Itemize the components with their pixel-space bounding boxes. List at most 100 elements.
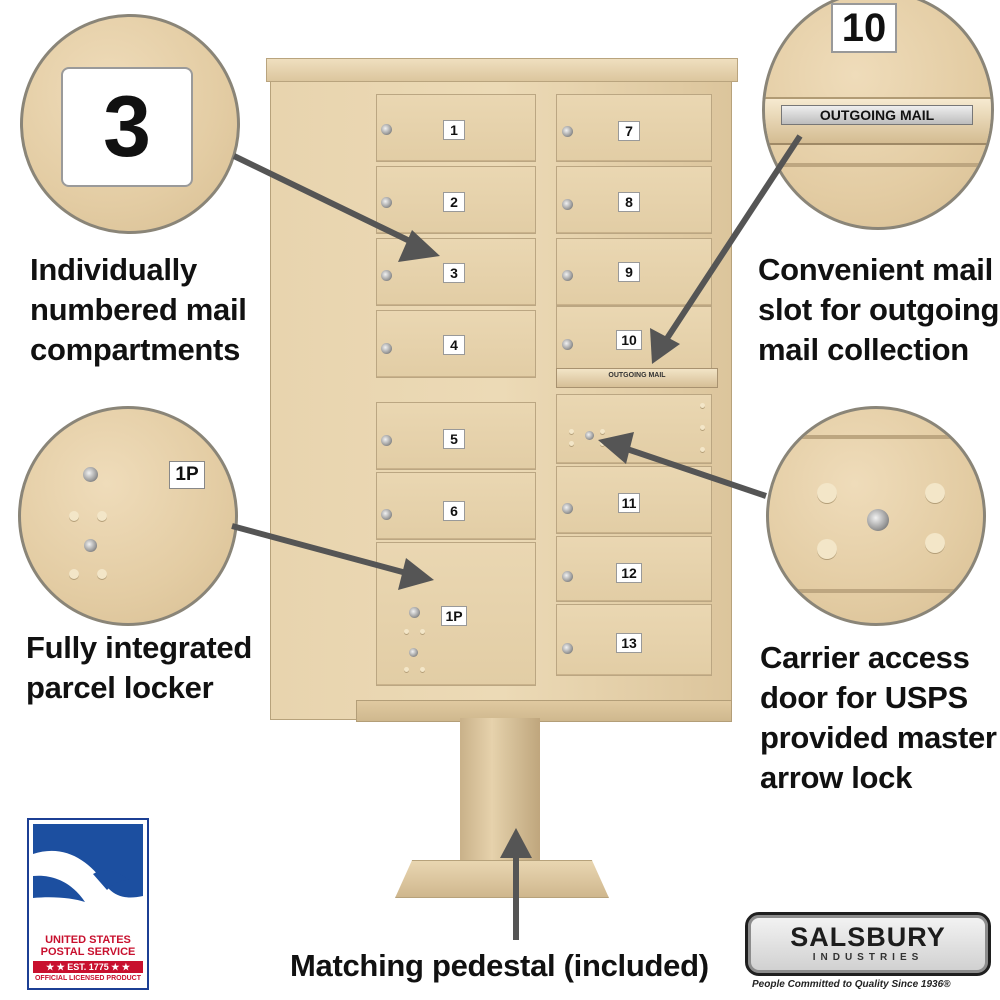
rivet [420,629,425,634]
usps-official: OFFICIAL LICENSED PRODUCT [34,975,142,982]
zoom-slot-flap: OUTGOING MAIL [765,97,991,145]
zoom-number-tag: 3 [20,14,240,234]
rivet [817,539,837,559]
usps-name-line: UNITED STATES [45,934,131,946]
zoom-carrier-lock [766,406,986,626]
compartment-number: 8 [618,192,640,212]
usps-name: UNITED STATES POSTAL SERVICE [29,934,147,958]
lock-icon [562,270,573,281]
compartment-number: 12 [616,563,642,583]
rivet [925,483,945,503]
lock-icon [562,571,573,582]
lock-icon [562,199,573,210]
compartment-number: 2 [443,192,465,212]
divider [765,163,991,167]
lock-icon [562,126,573,137]
arrow-lock-icon [867,509,889,531]
rivet [97,511,107,521]
rivet [600,429,605,434]
pedestal-post [460,718,540,873]
compartment-10: 10 [556,306,712,370]
lock-icon [381,124,392,135]
compartment-6: 6 [376,472,536,540]
salsbury-tagline: People Committed to Quality Since 1936® [752,979,951,990]
rivet [404,629,409,634]
callout-line: door for USPS [760,680,968,715]
compartment-1: 1 [376,94,536,162]
lock-icon [381,270,392,281]
lock-icon [84,539,97,552]
callout-line: mail collection [758,332,969,367]
lock-icon [562,339,573,350]
callout-line: Convenient mail [758,252,993,287]
outgoing-mail-slot: OUTGOING MAIL [556,368,718,388]
outgoing-mail-label: OUTGOING MAIL [608,372,666,379]
rivet [700,447,705,452]
lock-icon [562,503,573,514]
salsbury-industries: INDUSTRIES [812,952,924,963]
callout-pedestal: Matching pedestal (included) [290,948,709,983]
compartment-11: 11 [556,466,712,534]
lock-icon [562,643,573,654]
parcel-locker-door: 1P [376,542,536,686]
rivet [420,667,425,672]
callout-line: Carrier access [760,640,970,675]
callout-line: compartments [30,332,241,367]
callout-line: arrow lock [760,760,913,795]
compartment-7: 7 [556,94,712,162]
compartment-4: 4 [376,310,536,378]
rivet [404,667,409,672]
zoom-parcel-locker: 1P [18,406,238,626]
cabinet-top-cap [266,58,738,82]
callout-line: Individually [30,252,197,287]
callout-numbered-compartments: Individually numbered mail compartments [30,250,247,370]
rivet [700,425,705,430]
compartment-number: 10 [616,330,642,350]
rivet [817,483,837,503]
callout-carrier-door: Carrier access door for USPS provided ma… [760,638,997,798]
callout-line: numbered mail [30,292,247,327]
compartment-13: 13 [556,604,712,676]
callout-line: Fully integrated [26,630,253,665]
usps-licensed-logo: UNITED STATES POSTAL SERVICE ★ ★ EST. 17… [27,818,149,990]
zoom-outgoing-label: OUTGOING MAIL [781,105,973,125]
callout-line: parcel locker [26,670,214,705]
parcel-number: 1P [441,606,467,626]
carrier-access-door [556,394,712,464]
rivet [600,441,605,446]
divider [769,589,983,593]
compartment-8: 8 [556,166,712,234]
lock-icon [409,648,418,657]
lock-icon [381,197,392,208]
compartment-number: 11 [618,493,640,513]
zoom-top-number: 10 [831,3,897,53]
callout-outgoing-slot: Convenient mail slot for outgoing mail c… [758,250,999,370]
rivet [569,441,574,446]
zoom-parcel-tag: 1P [169,461,205,489]
usps-est: ★ ★ EST. 1775 ★ ★ [33,961,143,973]
salsbury-name: SALSBURY [790,922,946,952]
arrow-lock-icon [585,431,594,440]
compartment-9: 9 [556,238,712,306]
usps-name-line: POSTAL SERVICE [40,946,136,958]
zoom-outgoing-slot: 10 OUTGOING MAIL [762,0,994,230]
callout-line: provided master [760,720,997,755]
compartment-2: 2 [376,166,536,234]
compartment-number: 7 [618,121,640,141]
compartment-3: 3 [376,238,536,306]
lock-icon [381,509,392,520]
eagle-icon [33,850,143,930]
compartment-number: 3 [443,263,465,283]
compartment-number: 13 [616,633,642,653]
lock-icon [83,467,98,482]
zoom-number-label: 3 [61,67,193,187]
usps-eagle-field [33,824,143,930]
rivet [700,403,705,408]
lock-icon [381,343,392,354]
rivet [69,511,79,521]
pedestal-base-plate [395,860,609,898]
rivet [69,569,79,579]
rivet [97,569,107,579]
lock-icon [409,607,420,618]
cabinet-base [356,700,732,722]
